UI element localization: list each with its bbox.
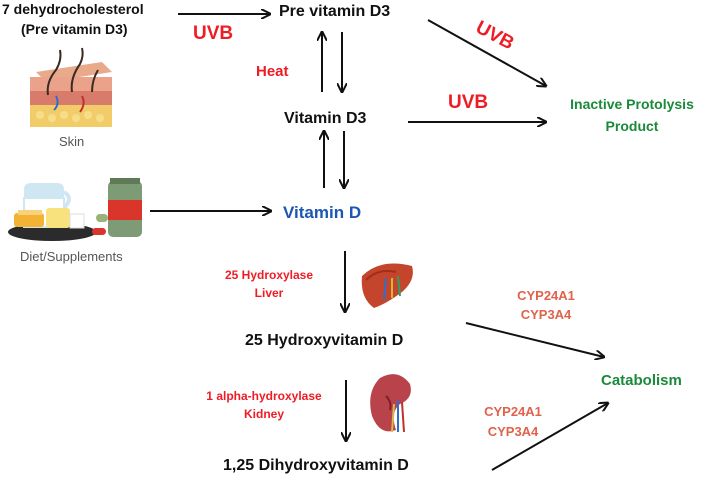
inactive-product-line1: Inactive Protolysis [570,96,694,112]
food-and-supplement-bottle-icon [8,178,142,241]
uvb-d3-label: UVB [448,92,489,113]
cyp-lower-line2: CYP3A4 [487,424,539,439]
kidney-icon [370,374,411,433]
pre-vitamin-d3-node: Pre vitamin D3 [279,3,391,20]
vitamin-d3-node: Vitamin D3 [284,110,367,127]
vitamin-d-node: Vitamin D [283,203,362,222]
liver-icon [361,263,413,308]
cyp-lower-line1: CYP24A1 [484,404,542,419]
hydroxyvitamin-25-node: 25 Hydroxyvitamin D [245,332,404,349]
arrow-25oh-to-catabolism [465,322,604,357]
diet-caption: Diet/Supplements [20,249,123,264]
heat-label: Heat [256,63,289,80]
catabolism-node: Catabolism [601,372,682,389]
uvb-precursor-label: UVB [193,23,234,44]
hydroxylase25-line1: 25 Hydroxylase [224,268,314,282]
inactive-product-line2: Product [605,118,659,134]
skin-cross-section-icon [30,47,112,127]
alpha-hydroxylase-line1: 1 alpha-hydroxylase [206,389,322,403]
hydroxylase25-line2: Liver [254,286,284,300]
dihydroxyvitamin-125-node: 1,25 Dihydroxyvitamin D [223,457,409,474]
arrow-previtd3-to-inactive [427,19,546,86]
arrow-125-to-catabolism [491,403,608,471]
skin-caption: Skin [59,134,85,149]
precursor-label-line1: 7 dehydrocholesterol [2,1,144,17]
cyp-upper-line2: CYP3A4 [520,307,572,322]
precursor-label-line2: (Pre vitamin D3) [21,21,128,37]
alpha-hydroxylase-line2: Kidney [243,407,285,421]
cyp-upper-line1: CYP24A1 [517,288,575,303]
